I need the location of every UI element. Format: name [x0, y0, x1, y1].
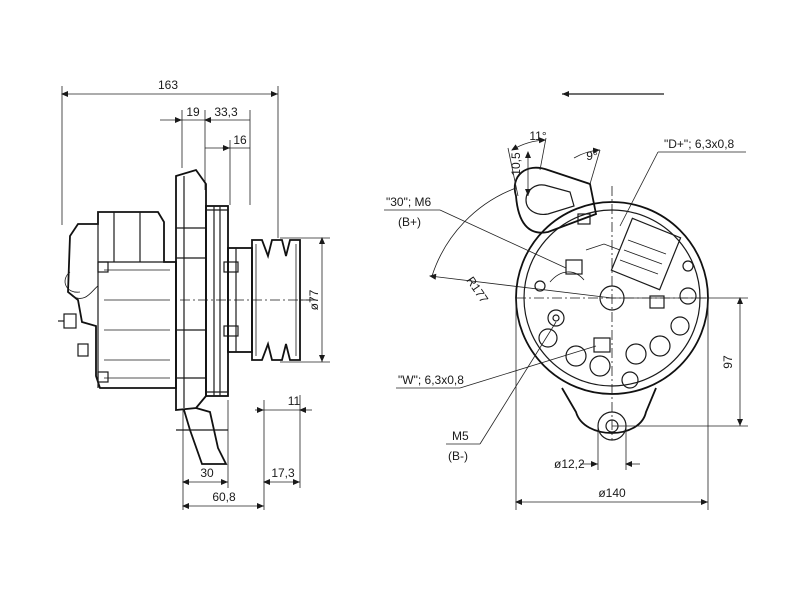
label-m5: M5	[452, 429, 469, 443]
dim-17-3: 17,3	[271, 466, 295, 480]
dim-diameter-12-2: ø12,2	[554, 457, 585, 471]
label-b-minus: (B-)	[448, 449, 468, 463]
side-view: 163 19 33,3 16 ø77 11 30 17,3 60,8	[58, 78, 330, 510]
label-d-plus-terminal: "D+"; 6,3x0,8	[664, 137, 735, 151]
label-b-plus: (B+)	[398, 215, 421, 229]
alternator-side-body	[58, 168, 316, 465]
dim-60-8: 60,8	[212, 490, 236, 504]
dim-radius-177: R177	[463, 274, 491, 306]
alternator-front-body	[513, 166, 709, 441]
dim-19: 19	[186, 105, 200, 119]
dim-163: 163	[158, 78, 178, 92]
dim-33-3: 33,3	[214, 105, 238, 119]
dim-11: 11	[288, 394, 301, 408]
dim-16: 16	[233, 133, 247, 147]
dim-97: 97	[721, 355, 735, 369]
dim-30: 30	[200, 466, 214, 480]
angle-9: 9°	[586, 149, 598, 163]
label-w-terminal: "W"; 6,3x0,8	[398, 373, 464, 387]
front-view: R177	[384, 91, 748, 510]
dim-diameter-140: ø140	[598, 486, 626, 500]
dim-10-5: 10,5	[509, 152, 523, 176]
angle-11: 11°	[529, 129, 546, 143]
label-30-m6-terminal: "30"; M6	[386, 195, 432, 209]
radius-arc	[431, 187, 517, 277]
